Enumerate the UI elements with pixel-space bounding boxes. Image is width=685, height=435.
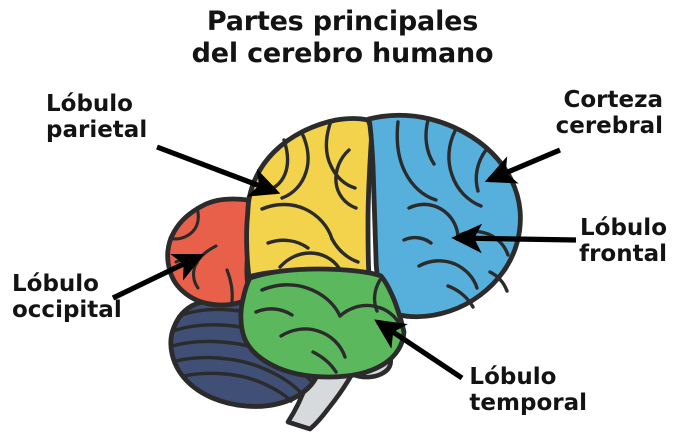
label-corteza-line-1: Corteza (563, 87, 663, 113)
label-temporal-line-2: temporal (469, 389, 587, 416)
label-temporal-lobe: Lóbulo temporal (469, 364, 587, 417)
label-frontal-line-1: Lóbulo (580, 215, 667, 241)
label-cerebral-cortex: Corteza cerebral (555, 87, 663, 140)
page-title: Partes principales del cerebro humano (0, 6, 685, 70)
label-frontal-lobe: Lóbulo frontal (579, 215, 667, 268)
arrow-parietal (156, 144, 281, 197)
parietal-lobe-region (244, 116, 375, 280)
label-occipital-line-2: occipital (12, 296, 122, 323)
label-parietal-lobe: Lóbulo parietal (46, 91, 148, 144)
frontal-lobe-region (366, 112, 523, 320)
label-occipital-lobe: Lóbulo occipital (12, 271, 122, 324)
label-occipital-line-1: Lóbulo (12, 271, 99, 297)
label-corteza-line-2: cerebral (555, 112, 663, 139)
arrow-occipital (111, 253, 205, 301)
arrow-temporal (374, 319, 464, 381)
title-line-1: Partes principales (206, 6, 479, 37)
label-temporal-line-1: Lóbulo (469, 364, 557, 390)
label-frontal-line-2: frontal (579, 240, 667, 267)
label-parietal-line-2: parietal (46, 116, 148, 143)
leader-arrows (111, 144, 577, 381)
label-parietal-line-1: Lóbulo (46, 91, 133, 117)
arrow-frontal (451, 223, 577, 254)
title-line-2: del cerebro humano (191, 37, 494, 69)
temporal-lobe-region (238, 266, 407, 380)
occipital-lobe-region (165, 196, 253, 308)
arrow-corteza (484, 147, 562, 184)
